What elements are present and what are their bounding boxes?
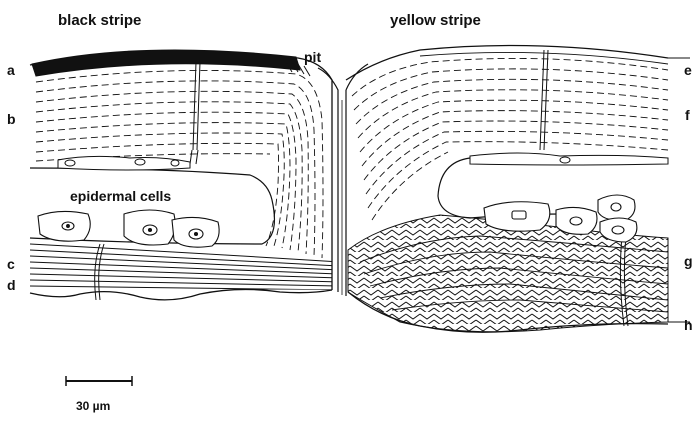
scale-bar bbox=[66, 376, 132, 386]
yellow-stripe-label: yellow stripe bbox=[390, 12, 481, 29]
left-basal-edge bbox=[30, 289, 332, 299]
pit-label: pit bbox=[304, 49, 321, 65]
left-cuticle bbox=[30, 50, 332, 290]
epidermal-cells-label: epidermal cells bbox=[70, 188, 171, 204]
left-flat-cells bbox=[58, 156, 190, 170]
layer-letter-h: h bbox=[684, 317, 693, 333]
left-endocuticle bbox=[30, 244, 340, 290]
scale-bar-label: 30 µm bbox=[76, 399, 110, 413]
layer-letter-b: b bbox=[7, 111, 16, 127]
layer-letter-g: g bbox=[684, 253, 693, 269]
layer-letter-e: e bbox=[684, 62, 692, 78]
left-pore-canal bbox=[193, 62, 200, 150]
layer-letter-c: c bbox=[7, 256, 15, 272]
right-flat-cells bbox=[470, 153, 668, 165]
layer-letter-d: d bbox=[7, 277, 16, 293]
black-stripe-label: black stripe bbox=[58, 12, 141, 29]
layer-letter-f: f bbox=[685, 107, 690, 123]
right-pore-canal bbox=[540, 50, 548, 150]
layer-letter-a: a bbox=[7, 62, 15, 78]
